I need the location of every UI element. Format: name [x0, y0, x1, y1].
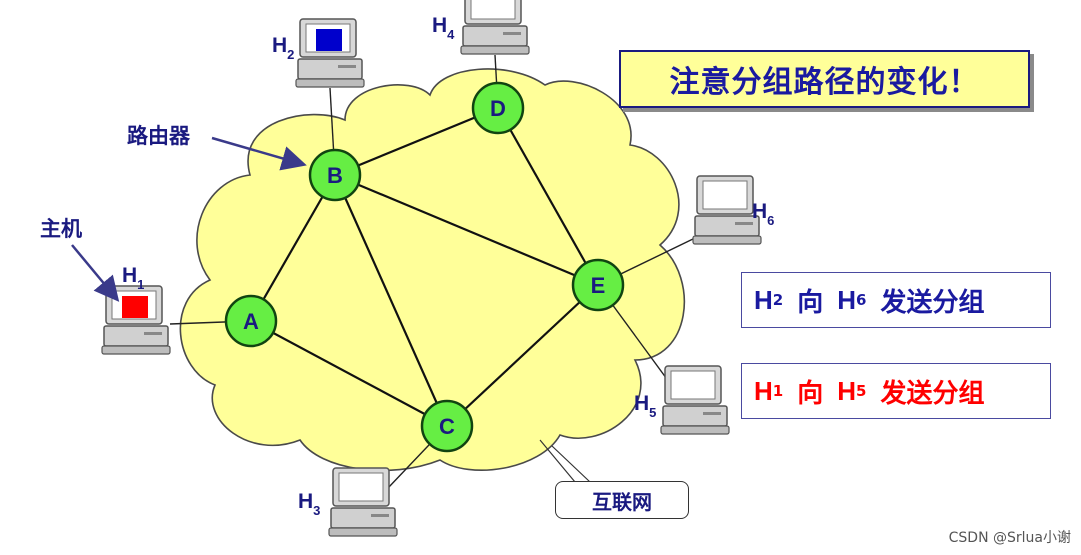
computer-icon: [101, 285, 171, 355]
flow-dir: 向: [797, 287, 824, 318]
host-pointer-arrow: [71, 244, 120, 302]
router-annotation: 路由器: [127, 124, 190, 148]
router-pointer-arrow: [211, 136, 307, 171]
link-A-B: [250, 174, 336, 322]
flow-action: 发送分组: [880, 378, 985, 409]
router-label-A: A: [243, 309, 259, 334]
routers: A B C D E: [224, 81, 625, 453]
router-label-E: E: [591, 273, 606, 298]
router-label-B: B: [327, 163, 343, 188]
host-label-H5: H5: [634, 392, 656, 420]
router-label-C: C: [439, 414, 455, 439]
host-annotation: 主机: [40, 217, 82, 241]
watermark: CSDN @Srlua小谢: [948, 530, 1071, 546]
flow-src: H: [754, 284, 773, 315]
host-label-H3: H3: [298, 490, 320, 518]
link-B-C: [333, 174, 449, 427]
title-box: 注意分组路径的变化！: [619, 50, 1030, 108]
screen-fill: [122, 296, 148, 318]
flow-src-sub: 1: [772, 382, 784, 400]
link-B-E: [334, 173, 599, 287]
flow-dst-sub: 6: [856, 291, 867, 309]
link-C-E: [446, 284, 599, 427]
flow-src-sub: 2: [772, 291, 784, 309]
router-B: [308, 148, 362, 202]
host-label-H2: H2: [272, 34, 294, 62]
computer-icon: [328, 467, 398, 537]
flow-dir: 向: [797, 378, 824, 409]
link-B-D: [334, 106, 499, 177]
link-A-C: [250, 320, 448, 427]
flow-dst: H: [837, 284, 857, 315]
router-D: [471, 81, 525, 135]
router-label-D: D: [490, 96, 506, 121]
host-label-H4: H4: [432, 14, 455, 42]
flow-dst: H: [837, 375, 857, 406]
screen-fill: [316, 29, 342, 51]
diagram-title: 注意分组路径的变化！: [669, 65, 980, 100]
router-E: [571, 258, 625, 312]
computer-icon: [295, 18, 365, 88]
flow-dst-sub: 5: [856, 382, 867, 400]
flow-action: 发送分组: [880, 287, 985, 318]
host-label-H6: H6: [752, 200, 774, 228]
computer-icon: [692, 175, 762, 245]
router-links: [250, 106, 599, 427]
router-A: [224, 294, 278, 348]
computer-icon: [460, 0, 530, 55]
link-D-E: [497, 107, 599, 286]
computer-icon: [660, 365, 730, 435]
flow-src: H: [754, 375, 773, 406]
router-C: [420, 399, 474, 453]
internet-label: 互联网: [555, 481, 689, 519]
host-label-H1: H1: [122, 264, 144, 292]
